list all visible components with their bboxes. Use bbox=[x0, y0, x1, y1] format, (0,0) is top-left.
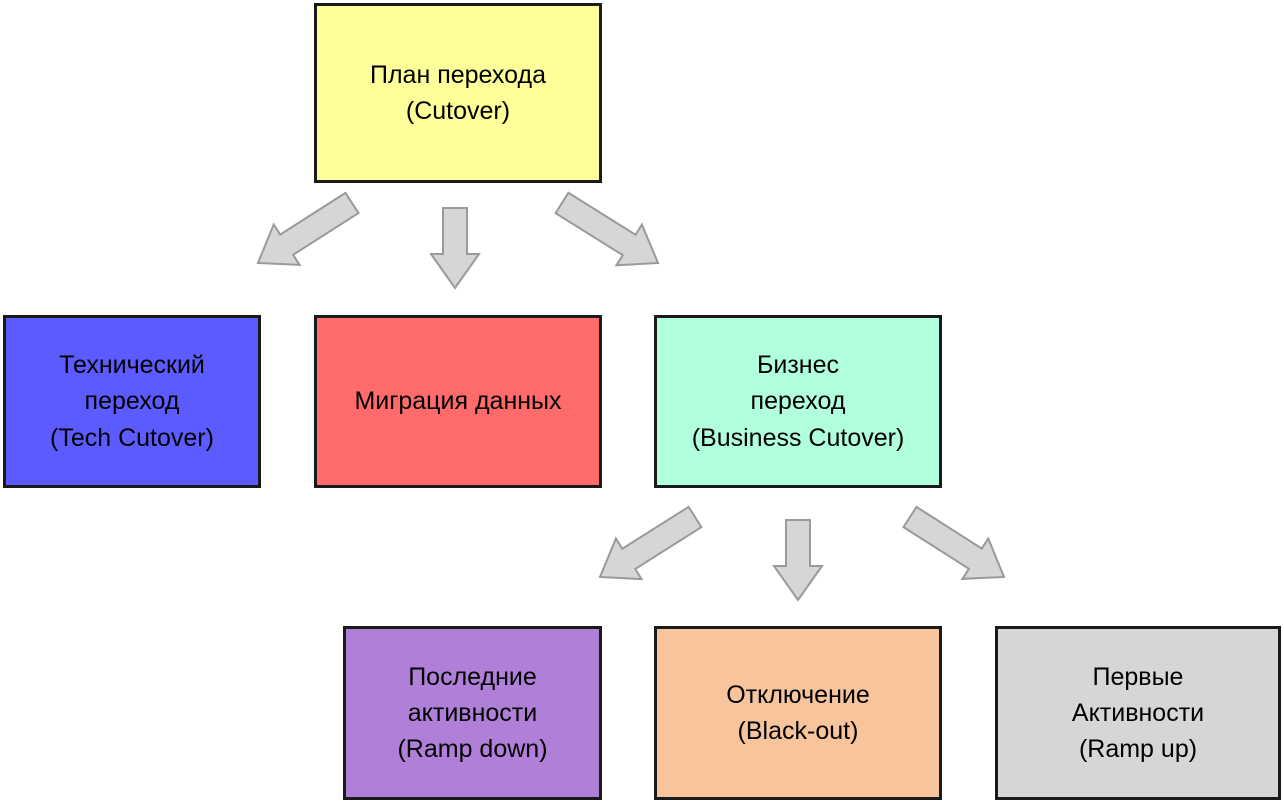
data-migration-label: Миграция данных bbox=[354, 387, 562, 416]
ramp-down-label: Последние активности (Ramp down) bbox=[397, 662, 548, 764]
ramp-up-label: Первые Активности (Ramp up) bbox=[1071, 662, 1205, 764]
arrow-root-to-migration bbox=[429, 207, 481, 290]
cutover-plan-box: План перехода (Cutover) bbox=[314, 3, 602, 183]
data-migration-box: Миграция данных bbox=[314, 315, 602, 488]
arrow-business-to-ramp-up bbox=[902, 505, 1006, 580]
ramp-down-box: Последние активности (Ramp down) bbox=[343, 626, 602, 800]
tech-cutover-box: Технический переход (Tech Cutover) bbox=[3, 315, 261, 488]
cutover-plan-label: План перехода (Cutover) bbox=[370, 60, 546, 125]
business-cutover-box: Бизнес переход (Business Cutover) bbox=[654, 315, 942, 488]
blackout-label: Отключение (Black-out) bbox=[726, 680, 870, 745]
business-cutover-label: Бизнес переход (Business Cutover) bbox=[691, 351, 905, 452]
arrow-root-to-tech bbox=[256, 191, 360, 266]
tech-cutover-label: Технический переход (Tech Cutover) bbox=[50, 351, 214, 452]
ramp-up-box: Первые Активности (Ramp up) bbox=[995, 626, 1281, 800]
blackout-box: Отключение (Black-out) bbox=[654, 626, 942, 800]
arrow-business-to-ramp-down bbox=[598, 505, 703, 581]
arrow-root-to-business bbox=[554, 191, 660, 267]
arrow-business-to-blackout bbox=[772, 519, 824, 602]
